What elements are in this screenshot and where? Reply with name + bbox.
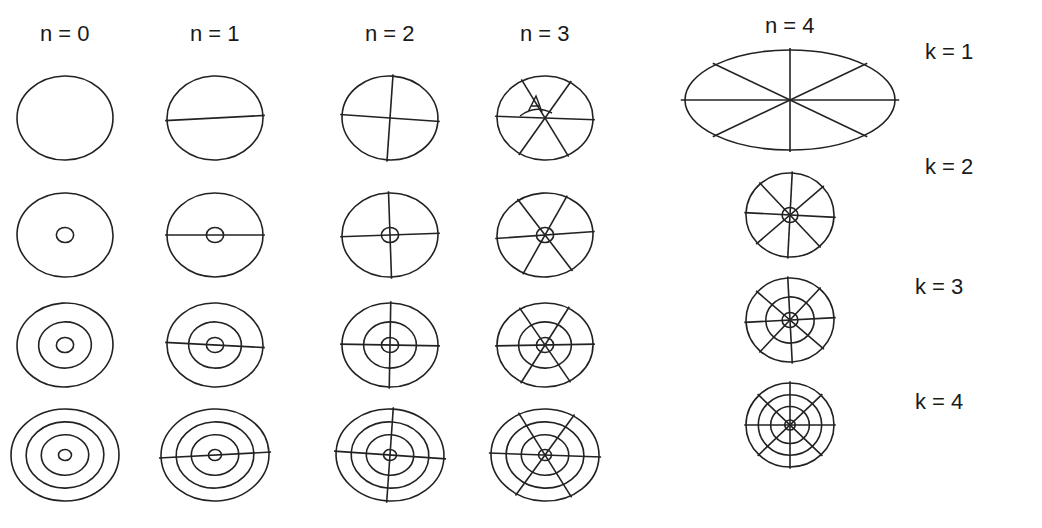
diameter-line <box>389 301 391 388</box>
scribble-mark <box>520 96 552 116</box>
diameter-line <box>519 307 570 384</box>
row-label: k = 3 <box>915 275 963 299</box>
row-label: k = 1 <box>925 40 973 64</box>
column-label: n = 2 <box>365 22 415 46</box>
diameter-line <box>165 115 265 120</box>
diameter-line <box>756 287 824 352</box>
disc-figure <box>487 407 602 503</box>
diameter-line <box>165 234 265 236</box>
column-label: n = 1 <box>190 22 240 46</box>
diameter-line <box>519 79 572 156</box>
disc-figure <box>337 71 443 165</box>
circle-outline <box>496 74 595 161</box>
circle-outline <box>744 171 836 259</box>
circle-outline <box>16 75 113 161</box>
diameter-line <box>515 413 574 498</box>
disc-figure <box>16 75 113 161</box>
disc-figure <box>163 300 267 389</box>
circle-outline <box>56 227 74 243</box>
column-label: n = 0 <box>40 22 90 46</box>
circle-outline <box>14 300 116 390</box>
diameter-line <box>756 182 824 247</box>
diameter-line <box>515 413 574 498</box>
diameter-line <box>758 394 823 456</box>
disc-figure <box>163 73 267 162</box>
diameter-line <box>756 287 824 352</box>
diameter-line <box>388 191 391 278</box>
row-label: k = 2 <box>925 155 973 179</box>
disc-figure <box>742 169 838 261</box>
diameter-line <box>517 196 572 275</box>
disc-figure <box>744 381 836 468</box>
circle-outline <box>744 276 836 364</box>
circle-outline <box>37 320 93 370</box>
circle-outline <box>489 407 600 503</box>
circle-outline <box>494 190 596 280</box>
diameter-line <box>159 452 271 458</box>
diameter-line <box>387 407 394 502</box>
diameter-line <box>387 74 393 161</box>
circle-outline <box>333 405 447 504</box>
disc-figure <box>157 406 274 504</box>
circle-outline <box>341 191 440 278</box>
disc-figure <box>492 190 597 281</box>
circle-outline <box>339 73 441 163</box>
diameter-line <box>519 307 570 384</box>
circle-outline <box>16 191 115 278</box>
circle-outline <box>58 449 71 460</box>
disc-figure <box>331 403 450 506</box>
disc-figure <box>339 300 440 389</box>
diameter-line <box>519 79 572 156</box>
disc-figure <box>494 74 597 161</box>
diameter-line <box>713 63 867 137</box>
disc-figure <box>494 302 595 388</box>
diameter-line <box>165 342 265 347</box>
circle-outline <box>159 406 272 504</box>
disc-figure <box>10 408 120 502</box>
circle-outline <box>10 408 120 502</box>
circle-outline <box>41 434 89 475</box>
column-label: n = 4 <box>765 14 815 38</box>
circle-outline <box>56 337 74 353</box>
disc-figure <box>339 190 442 281</box>
disc-figure <box>681 48 899 152</box>
row-label: k = 4 <box>915 390 963 414</box>
disc-figure <box>16 191 115 278</box>
circle-outline <box>26 421 105 489</box>
disc-figure <box>742 274 838 366</box>
diameter-line <box>756 182 824 247</box>
circle-outline <box>165 301 265 390</box>
diameter-line <box>517 196 572 275</box>
disc-figure <box>14 300 116 390</box>
column-label: n = 3 <box>520 22 570 46</box>
disc-figure <box>165 193 265 277</box>
circle-outline <box>165 74 265 163</box>
